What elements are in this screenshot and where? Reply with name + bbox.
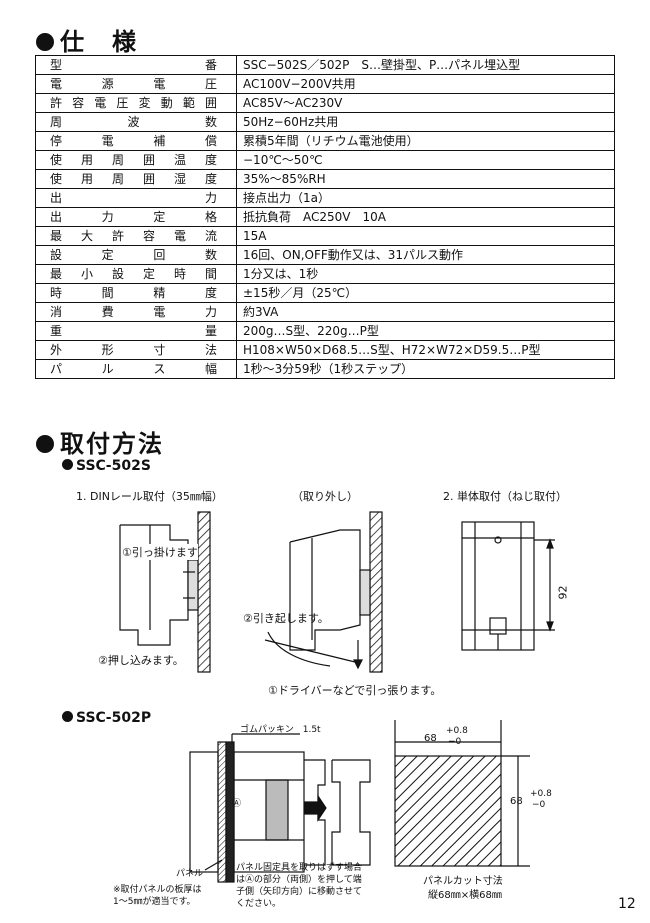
spec-value: AC100V−200V共用	[236, 74, 615, 94]
spec-label: 型番	[35, 55, 237, 75]
spec-value: 累積5年間（リチウム電池使用）	[236, 131, 615, 151]
spec-label: 出力	[35, 188, 237, 208]
cutout-dim-top: 68	[424, 733, 437, 744]
din-attach-diagram	[119, 511, 211, 673]
spec-value: H108×W50×D68.5…S型、H72×W72×D59.5…P型	[236, 340, 615, 360]
spec-value: −10℃〜50℃	[236, 150, 615, 170]
spec-heading: 仕 様	[36, 22, 138, 57]
single-caption: 2. 単体取付（ねじ取付）	[443, 490, 567, 503]
page-number: 12	[618, 896, 636, 912]
spec-value: 15A	[236, 226, 615, 246]
p-model-heading: SSC‑502P	[62, 710, 151, 726]
spec-row: 停電補償累積5年間（リチウム電池使用）	[35, 131, 615, 151]
single-mount-diagram	[461, 521, 555, 651]
pull-label: ①ドライバーなどで引っ張ります。	[268, 684, 442, 697]
spec-label: 消費電力	[35, 302, 237, 322]
tol-plus-right: +0.8	[530, 789, 552, 799]
spec-value: 35%〜85%RH	[236, 169, 615, 189]
fixture-note: パネル固定具を取りはずす場合 はⒶの部分（両側）を押して端 子側（矢印方向）に移…	[236, 863, 363, 909]
tol-plus-top: +0.8	[446, 726, 468, 736]
spec-label: パルス幅	[35, 359, 237, 379]
spec-label: 使用周囲湿度	[35, 169, 237, 189]
spec-value: 50Hz−60Hz共用	[236, 112, 615, 132]
bullet-icon	[62, 459, 73, 470]
panel-label: パネル	[176, 869, 204, 879]
spec-value: 16回、ON,OFF動作又は、31パルス動作	[236, 245, 615, 265]
spec-label: 最小設定時間	[35, 264, 237, 284]
spec-label: 使用周囲温度	[35, 150, 237, 170]
din-remove-diagram	[264, 511, 383, 673]
spec-value: 抵抗負荷 AC250V 10A	[236, 207, 615, 227]
panel-cutout-diagram	[394, 720, 530, 867]
spec-label: 許容電圧変動範囲	[35, 93, 237, 113]
spec-label: 周波数	[35, 112, 237, 132]
s-model-heading: SSC‑502S	[62, 458, 151, 474]
spec-value: ±15秒／月（25℃）	[236, 283, 615, 303]
remove-caption: （取り外し）	[292, 490, 358, 503]
spec-label: 最大許容電流	[35, 226, 237, 246]
hook-label: ①引っ掛けます	[122, 544, 198, 560]
spec-label: 出力定格	[35, 207, 237, 227]
marker-a: Ⓐ	[232, 799, 242, 809]
bullet-icon	[62, 711, 73, 722]
tol-minus-right: −0	[532, 800, 546, 810]
spec-label: 電源電圧	[35, 74, 237, 94]
spec-label: 設定回数	[35, 245, 237, 265]
cutout-title: パネルカット寸法	[423, 876, 503, 887]
cutout-size: 縦68㎜×横68㎜	[428, 890, 502, 901]
panel-mount-diagram	[189, 733, 371, 883]
spec-value: 1分又は、1秒	[236, 264, 615, 284]
spec-label: 重量	[35, 321, 237, 341]
p-mounting-diagrams	[189, 720, 530, 883]
mounting-heading: 取付方法	[36, 424, 164, 459]
spec-value: 200g…S型、220g…P型	[236, 321, 615, 341]
dim-92: 92	[556, 585, 570, 600]
spec-value: 約3VA	[236, 302, 615, 322]
spec-value: 接点出力（1a）	[236, 188, 615, 208]
spec-row: 時間精度±15秒／月（25℃）	[35, 283, 615, 303]
tol-minus-top: −0	[448, 737, 462, 747]
spec-value: SSC−502S／502P S…壁掛型、P…パネル埋込型	[236, 55, 615, 75]
spec-row: 出力定格抵抗負荷 AC250V 10A	[35, 207, 615, 227]
spec-row: 出力接点出力（1a）	[35, 188, 615, 208]
spec-label: 外形寸法	[35, 340, 237, 360]
s-mounting-diagrams	[119, 511, 555, 673]
din-caption: 1. DINレール取付（35㎜幅）	[76, 490, 223, 503]
push-label: ②押し込みます。	[98, 654, 184, 667]
spec-value: 1秒〜3分59秒（1秒ステップ）	[236, 359, 615, 379]
thickness-note: ※取付パネルの板厚は 1〜5㎜が適当です。	[113, 885, 202, 907]
spec-row: 消費電力約3VA	[35, 302, 615, 322]
spec-label: 時間精度	[35, 283, 237, 303]
gasket-label: ゴムパッキン 1.5t	[240, 725, 321, 735]
bullet-icon	[36, 435, 54, 453]
bullet-icon	[36, 33, 54, 51]
lift-label: ②引き起します。	[243, 612, 329, 625]
spec-label: 停電補償	[35, 131, 237, 151]
spec-value: AC85V〜AC230V	[236, 93, 615, 113]
cutout-dim-right: 68	[510, 796, 523, 807]
spec-row: 使用周囲温度−10℃〜50℃	[35, 150, 615, 170]
